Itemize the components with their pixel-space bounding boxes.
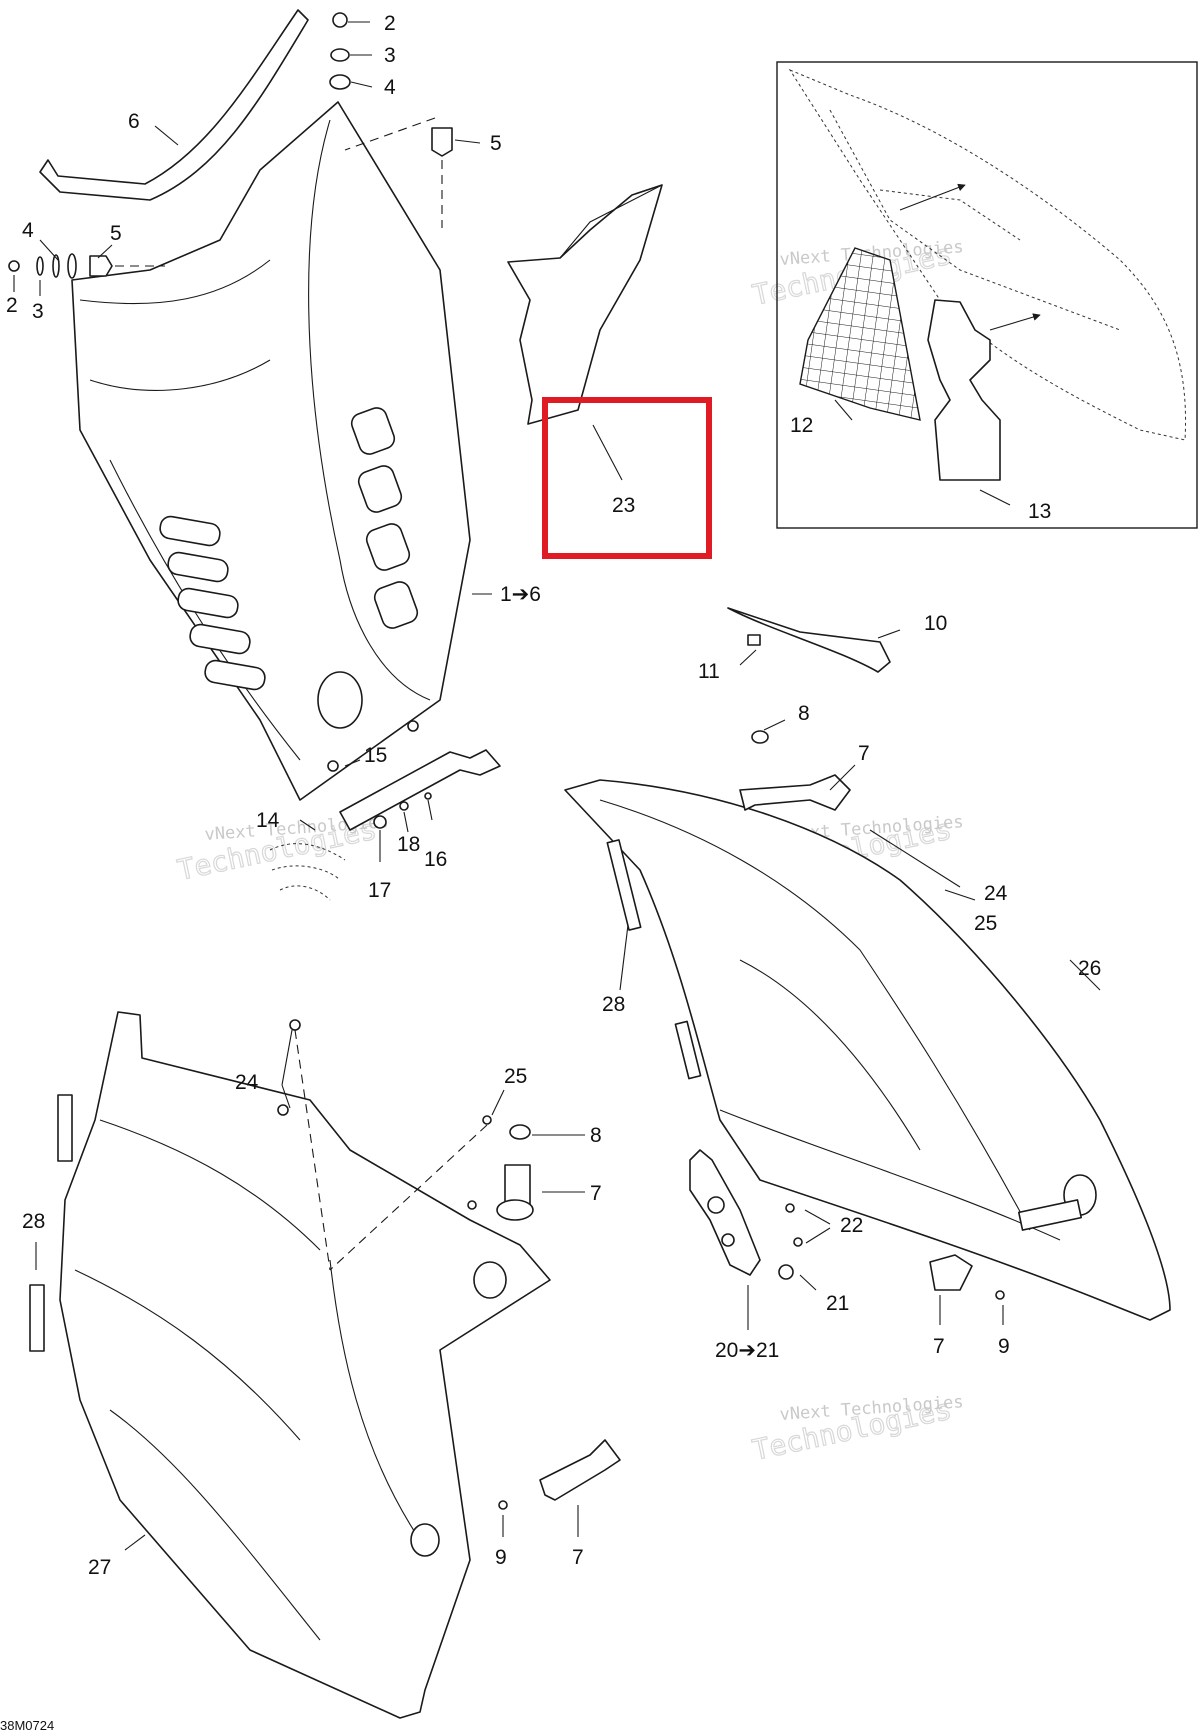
grid-pad-part [799,247,921,421]
callout-label: 4 [384,76,396,99]
callout-label: 12 [790,414,813,437]
callout-label: 9 [998,1335,1010,1358]
callout-label: 7 [858,742,870,765]
callout-label: 25 [504,1065,527,1088]
callout-label: 27 [88,1556,111,1579]
callout-label: 28 [602,993,625,1016]
callout-label: 10 [924,612,947,635]
callout-label: 11 [698,660,720,683]
callout-label: 20➔21 [715,1339,779,1362]
callout-label: 7 [572,1546,584,1569]
handle-part [739,774,851,811]
callout-label: 21 [826,1292,849,1315]
callout-label: 7 [933,1335,945,1358]
callout-label: 13 [1028,500,1051,523]
vent-slots [350,407,419,629]
callout-label: 24 [235,1071,259,1094]
callout-label: 25 [974,912,997,935]
right-side-panel-part [564,779,1171,1321]
left-side-panel-assembly [29,1011,621,1719]
inset-frame [776,61,1198,529]
front-panel-assembly [8,9,501,901]
callout-label: 1➔6 [500,583,541,606]
leader-lines [13,21,1101,1551]
callout-label: 18 [397,833,420,856]
foam-pad-part [507,184,663,425]
callout-label: 23 [612,494,635,517]
bracket-part [339,749,501,831]
callout-label: 2 [6,294,18,317]
vent-slots [159,515,266,691]
callout-label: 28 [22,1210,45,1233]
callout-label: 9 [495,1546,507,1569]
callout-label: 2 [384,12,396,35]
callout-label: 5 [490,132,502,155]
clip-part [929,1254,973,1291]
callout-label: 6 [128,110,140,133]
callout-labels: 2 3 4 5 6 4 5 2 3 23 12 13 1➔6 10 11 8 7… [6,12,1101,1579]
clip-part [747,634,761,646]
drawing-code: 38M0724 [0,1718,54,1733]
left-side-panel-part [59,1011,551,1719]
callout-label: 4 [22,219,34,242]
callout-label: 16 [424,848,447,871]
callout-label: 17 [368,879,391,902]
callout-label: 8 [590,1124,602,1147]
callout-label: 3 [32,300,44,323]
callout-label: 26 [1078,957,1101,980]
inset-detail [776,61,1198,529]
callout-label: 8 [798,702,810,725]
trim-strip-part [39,9,309,201]
mount-bracket-part [689,1149,761,1276]
callout-label: 14 [256,809,280,832]
callout-label: 5 [110,222,122,245]
callout-label: 24 [984,882,1008,905]
highlight-box [542,397,712,559]
callout-label: 15 [364,744,387,767]
front-panel-part [71,101,471,801]
foam-block-part [927,299,1001,481]
callout-label: 22 [840,1214,863,1237]
right-side-panel-assembly [564,730,1171,1321]
callout-label: 7 [590,1182,602,1205]
trim-piece-part [727,607,891,673]
handle-part [539,1439,621,1501]
callout-label: 3 [384,44,396,67]
